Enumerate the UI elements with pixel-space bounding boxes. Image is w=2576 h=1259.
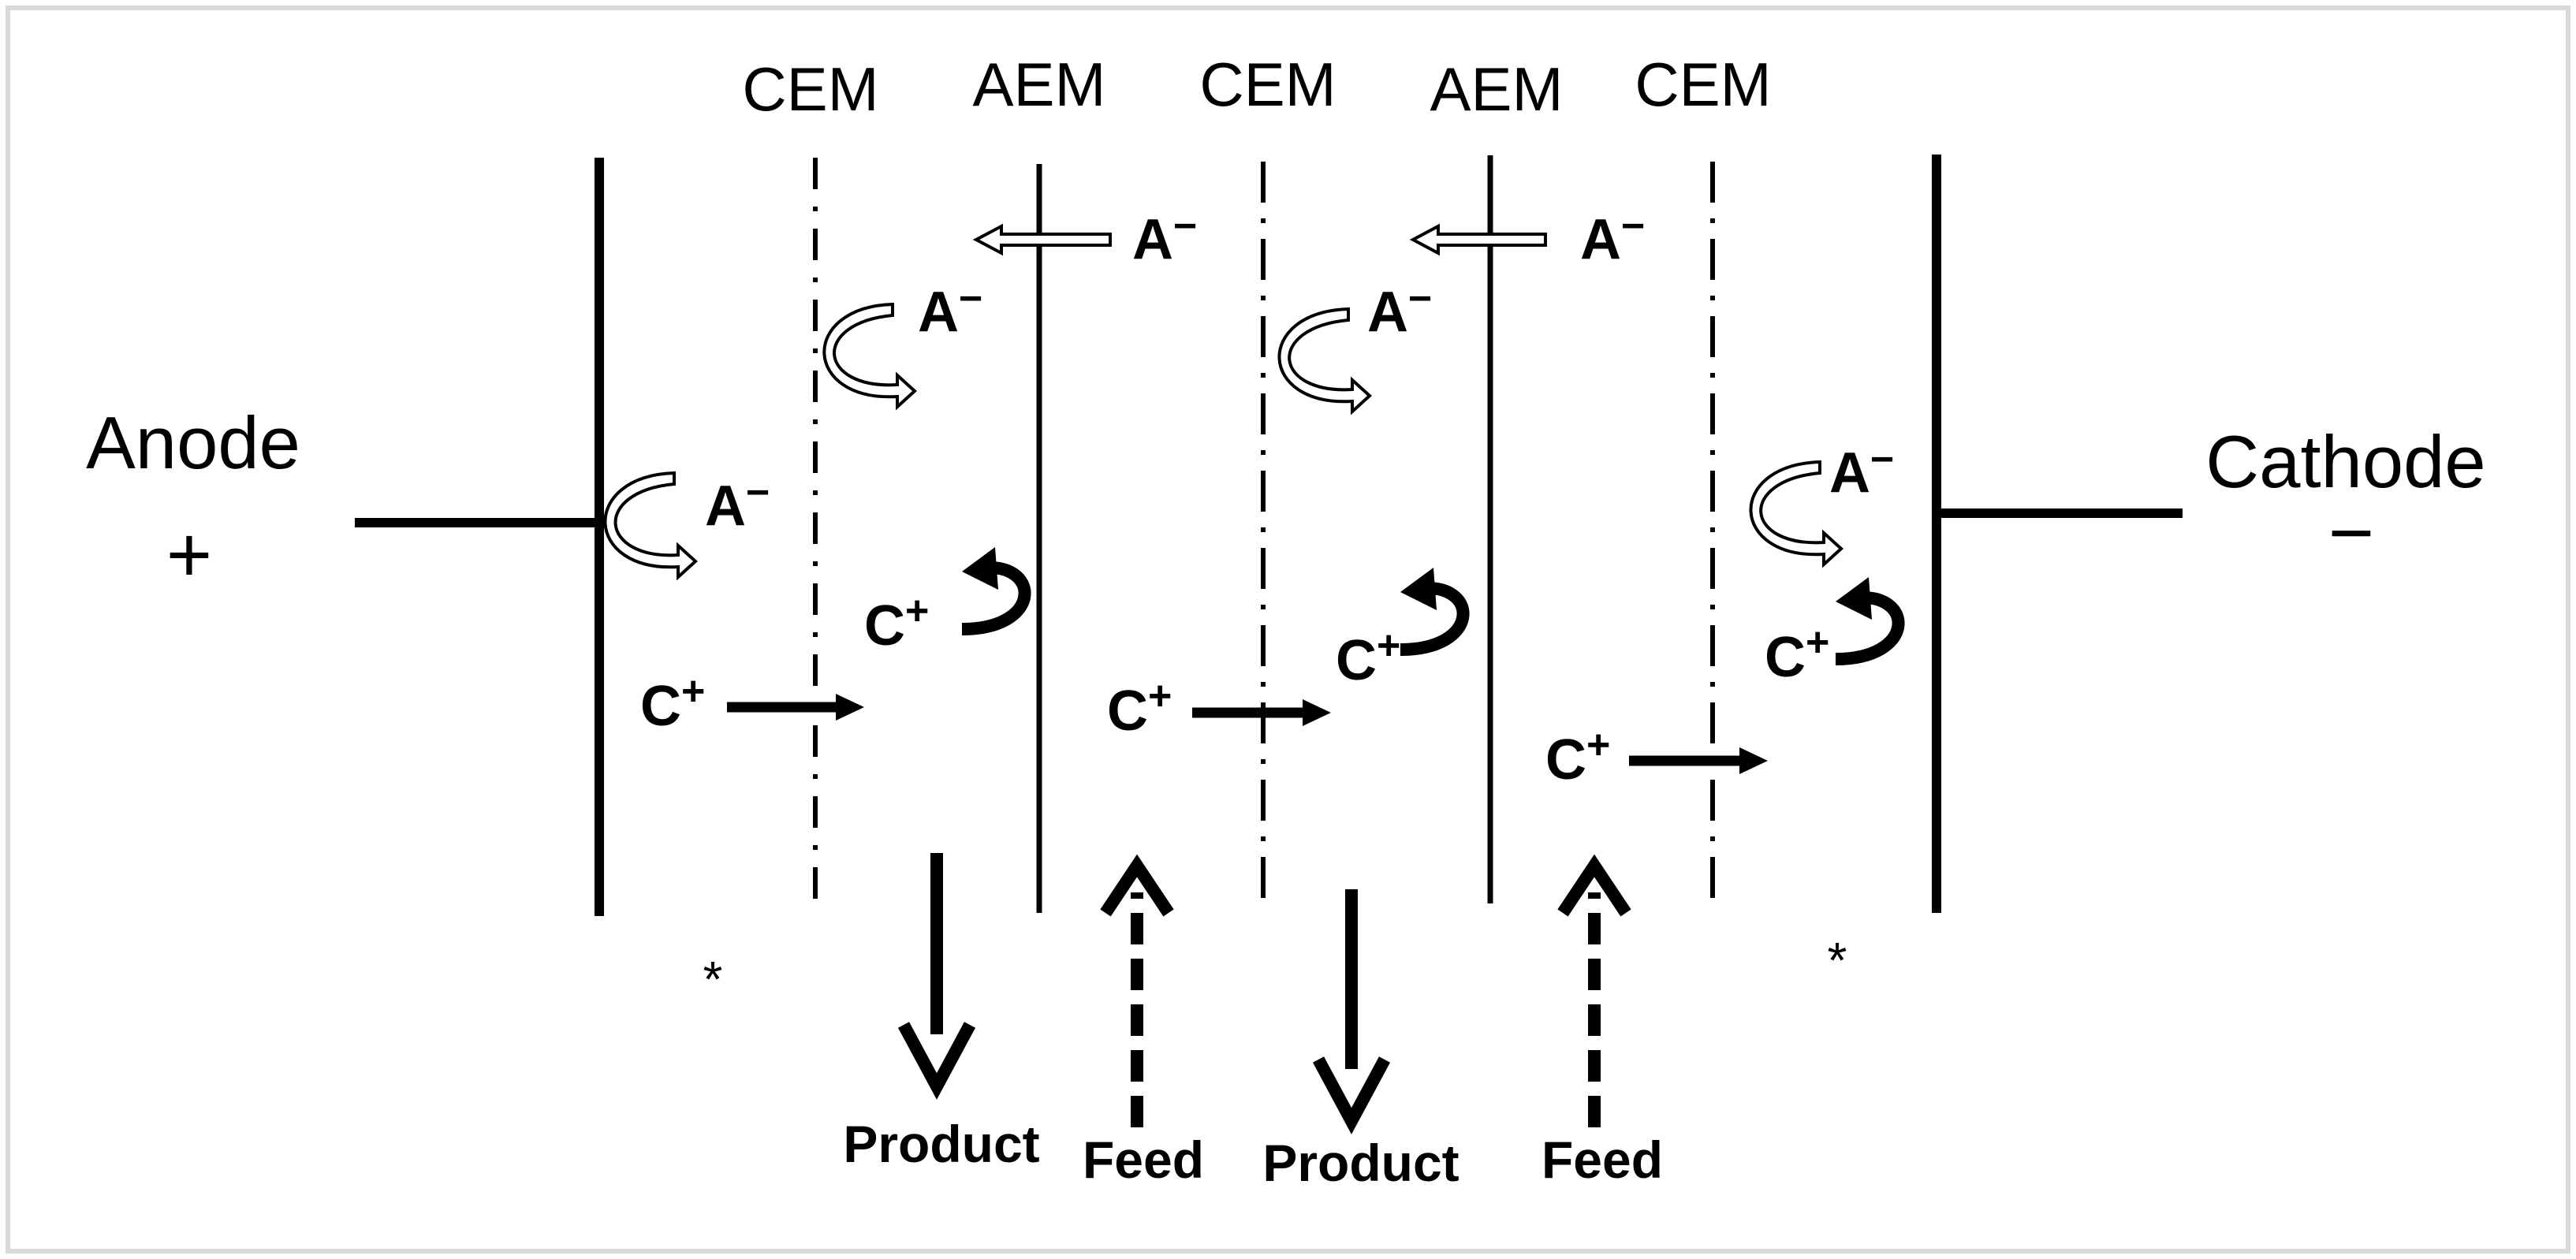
cation-label-4: C+ [1336,623,1400,692]
cation-rejection-arrow-1 [961,547,1031,635]
cation-transfer-arrow-3 [1629,747,1768,774]
anode-sign: + [166,511,212,599]
svg-text:A−: A− [918,276,982,344]
membrane-label-cem-2: CEM [1199,50,1336,119]
product-label-1: Product [843,1115,1039,1173]
svg-text:C+: C+ [1765,620,1829,689]
cation-rejection-arrow-2 [1400,568,1470,656]
anode-compartment-marker: * [703,951,723,1008]
cation-transfer-arrow-1 [727,694,864,721]
anion-rejection-arrow-1 [603,471,698,581]
anion-label-6: A− [1829,437,1894,505]
membrane-label-aem-2: AEM [1430,54,1563,124]
cation-label-2: C+ [640,669,705,738]
svg-text:A−: A− [1367,276,1432,344]
anion-label-4: A− [1367,276,1432,344]
feed-stream-arrow-2 [1557,854,1631,1127]
membrane-label-cem-1: CEM [742,54,878,124]
svg-text:C+: C+ [640,669,705,738]
product-label-2: Product [1262,1134,1459,1192]
cation-label-1: C+ [864,588,929,657]
cathode-compartment-marker: * [1828,932,1847,989]
cation-label-6: C+ [1765,620,1829,689]
anion-rejection-arrow-3 [1277,307,1372,415]
feed-label-1: Feed [1083,1130,1204,1189]
anion-label-5: A− [705,470,770,538]
figure-frame [6,6,2570,1253]
anion-rejection-arrow-2 [822,302,917,411]
cation-rejection-arrow-3 [1835,577,1905,665]
feed-label-2: Feed [1541,1130,1663,1189]
cation-label-5: C+ [1545,722,1610,792]
product-stream-arrow-2 [1312,889,1391,1134]
svg-text:A−: A− [1132,203,1197,271]
feed-stream-arrow-1 [1100,854,1174,1127]
svg-text:A−: A− [705,470,770,538]
svg-text:C+: C+ [1336,623,1400,692]
product-stream-arrow-1 [897,853,976,1100]
svg-text:C+: C+ [1107,673,1172,743]
anion-label-3: A− [918,276,982,344]
anion-rejection-arrow-4 [1749,460,1843,568]
cathode-label: Cathode [2205,420,2485,503]
membrane-label-aem-1: AEM [972,50,1105,119]
membrane-label-cem-3: CEM [1635,50,1771,119]
cathode-sign: − [2328,489,2374,577]
anion-label-1: A− [1132,203,1197,271]
svg-text:A−: A− [1829,437,1894,505]
svg-text:C+: C+ [864,588,929,657]
anion-transfer-arrow-1 [972,223,1112,256]
anion-transfer-arrow-2 [1409,223,1547,256]
anion-label-2: A− [1580,203,1645,271]
svg-text:A−: A− [1580,203,1645,271]
svg-text:C+: C+ [1545,722,1610,792]
cation-transfer-arrow-2 [1192,699,1331,726]
anode-label: Anode [86,401,300,484]
cation-label-3: C+ [1107,673,1172,743]
